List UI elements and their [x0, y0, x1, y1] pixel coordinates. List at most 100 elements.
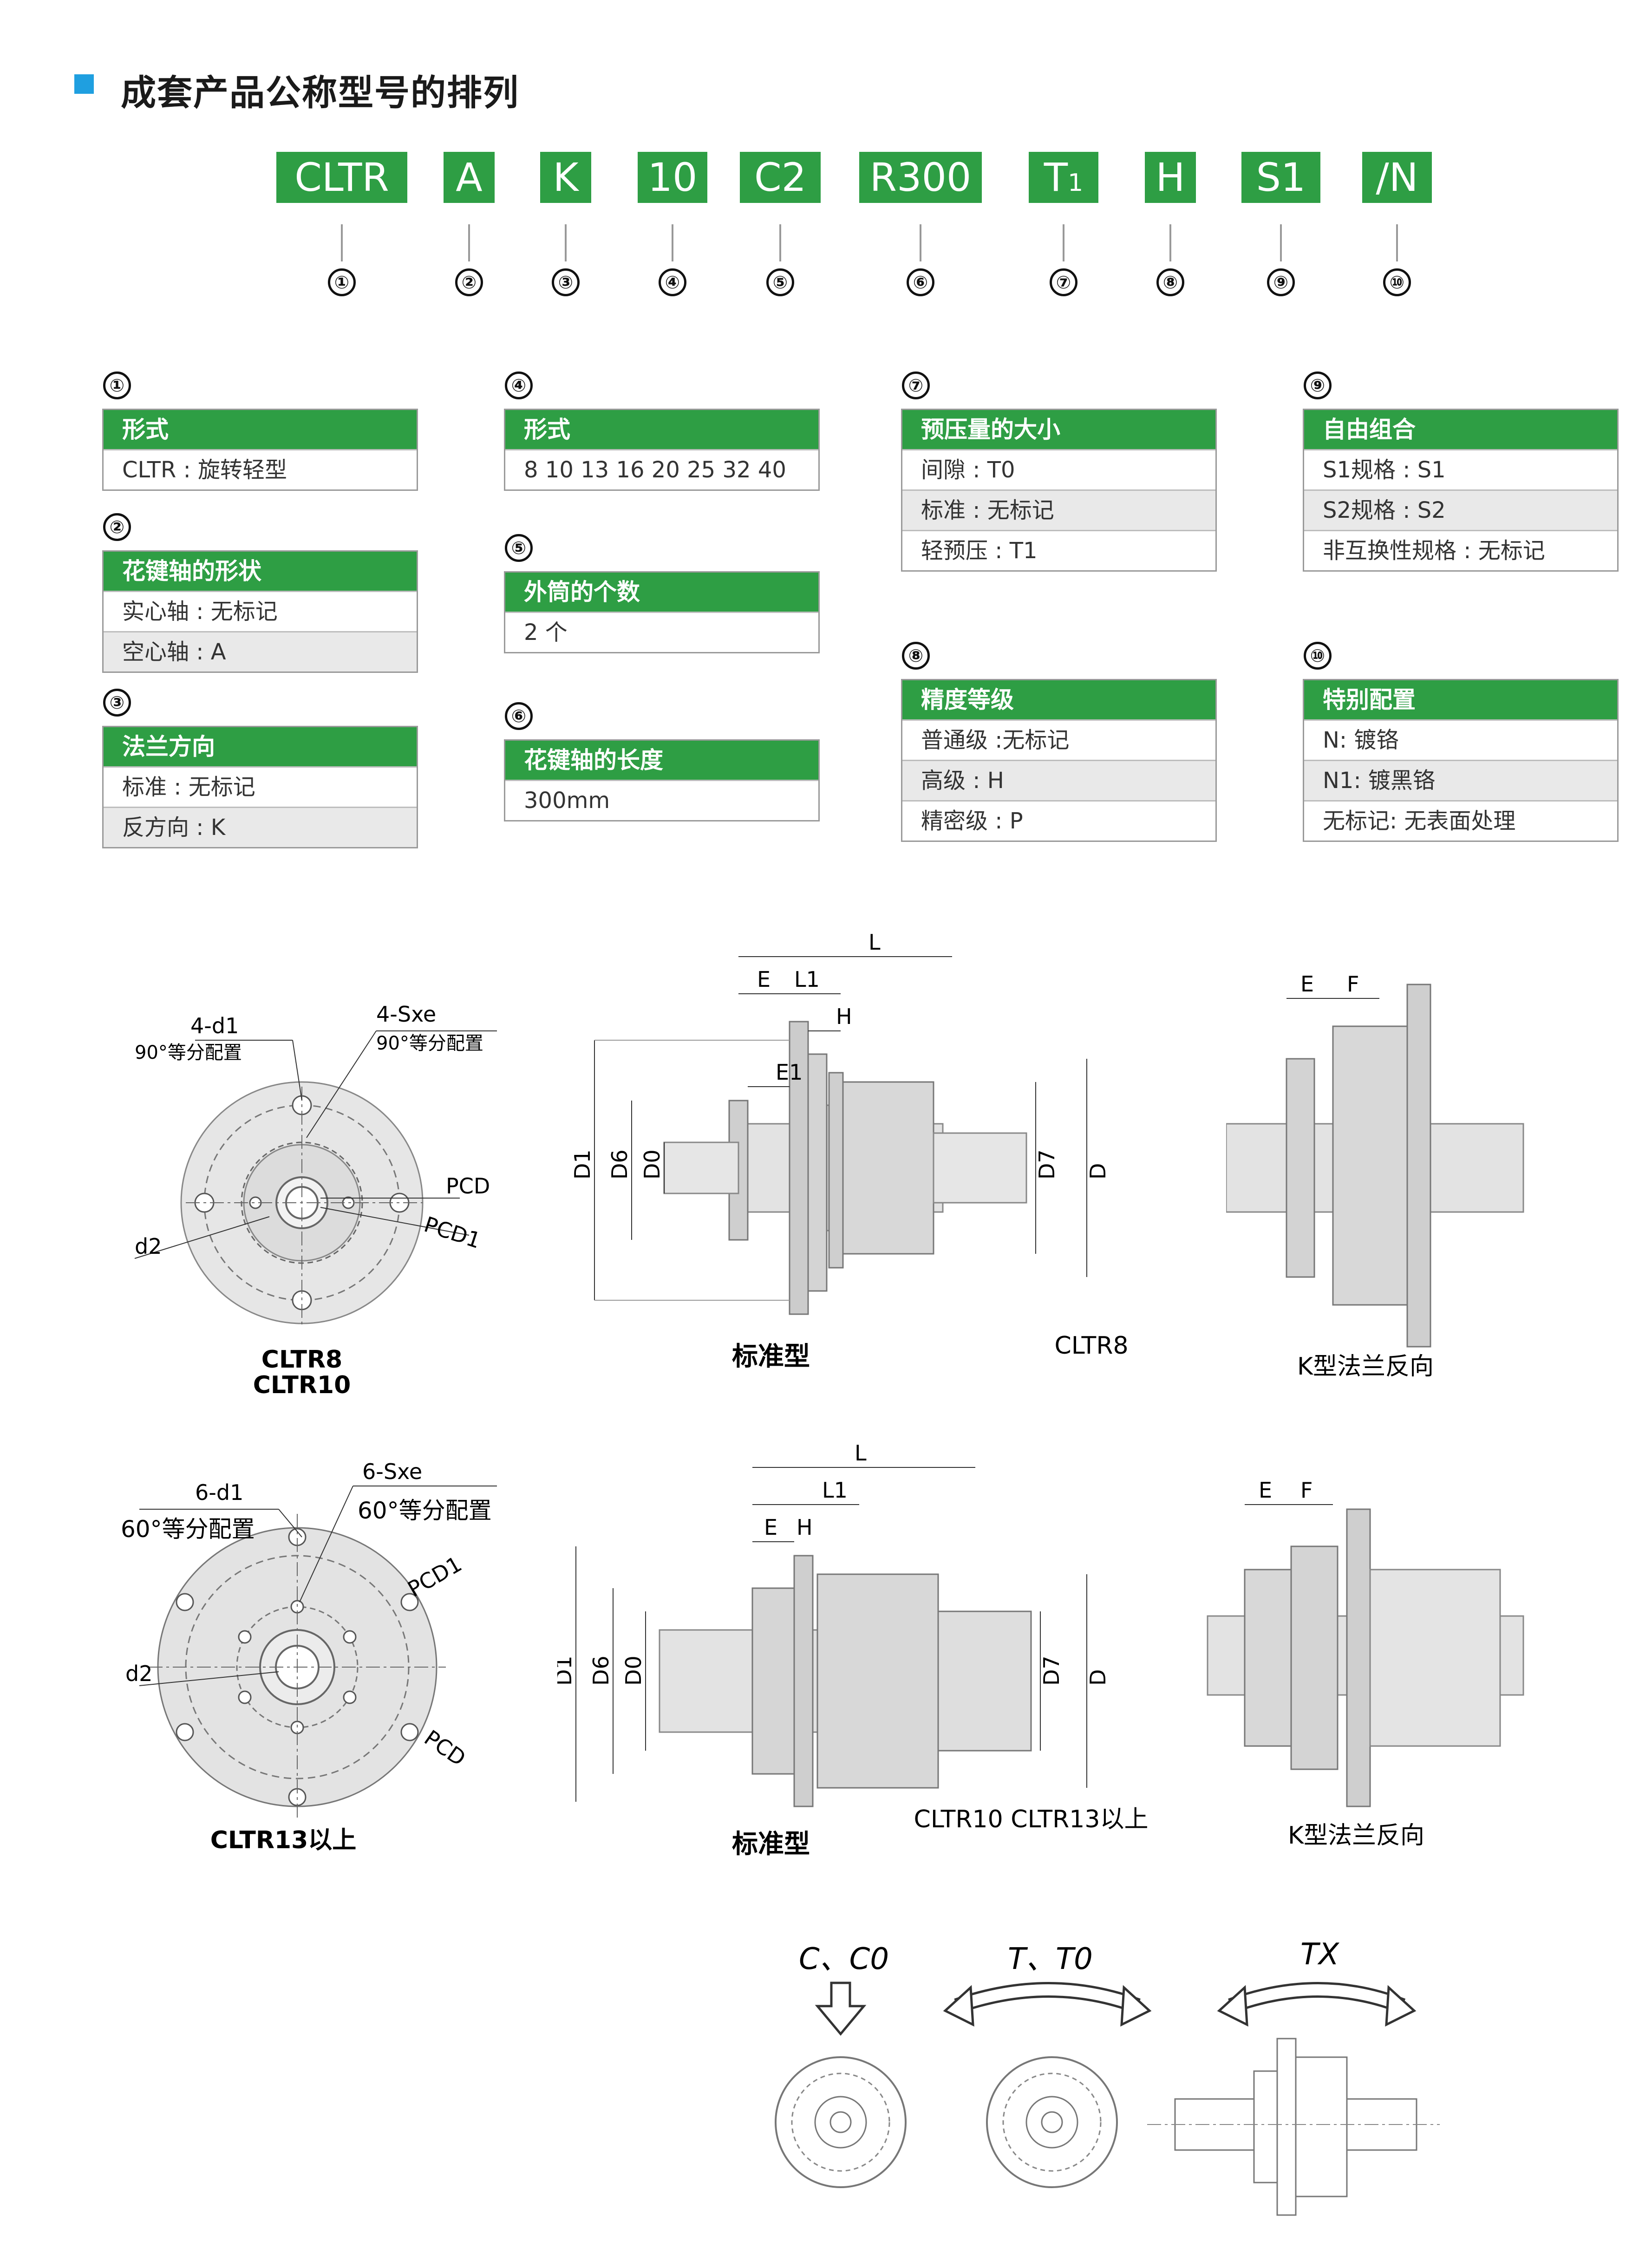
code-box-3: K [540, 152, 591, 203]
table-marker-t9: ⑨ [1304, 371, 1332, 399]
table-row: 2 个 [505, 612, 818, 652]
front-view-cltr13: 6-d1 60°等分配置 6-Sxe 60°等分配置 PCD1 PCD d2 C… [121, 1459, 497, 1854]
front-view-cltr8: 4-d1 90°等分配置 4-Sxe 90°等分配置 PCD PCD1 d2 C… [134, 1002, 497, 1399]
pcd1-label: PCD1 [421, 1212, 484, 1253]
hole-label: 6-d1 [195, 1480, 243, 1505]
d2-label: d2 [135, 1234, 162, 1259]
code-text: K [553, 155, 579, 200]
screw-note: 90°等分配置 [376, 1033, 483, 1054]
table-row: 空心轴 : A [104, 631, 417, 671]
table-row: S1规格 : S1 [1304, 449, 1617, 489]
position-marker-10: ⑩ [1383, 268, 1411, 296]
table-row: 间隙 : T0 [902, 449, 1215, 489]
screw-label: 4-Sxe [376, 1002, 436, 1027]
caption-k-reverse: K型法兰反向 [1297, 1353, 1434, 1381]
table-marker-t8: ⑧ [902, 642, 930, 670]
table-row: 普通级 :无标记 [902, 719, 1215, 760]
dim-H: H [797, 1515, 813, 1540]
spec-table-t3: 法兰方向标准 : 无标记反方向 : K [102, 726, 418, 848]
caption-cltr10: CLTR10 [253, 1371, 351, 1399]
code-box-10: /N [1362, 152, 1432, 203]
code-text: CLTR [294, 155, 389, 200]
code-box-5: C2 [740, 152, 821, 203]
side-view-standard-cltr13: L L1 E H D1 D6 D0 D7 D 标准型 CLTR10 CLTR13… [557, 1440, 1149, 1859]
dim-L1: L1 [794, 967, 820, 992]
table-header: 特别配置 [1304, 680, 1617, 719]
code-box-2: A [444, 152, 495, 203]
load-t-label: T、T0 [1008, 1942, 1093, 1976]
k-flange-reverse-bottom: E F K型法兰反向 [1207, 1478, 1524, 1850]
connector-line [1396, 224, 1398, 261]
code-box-6: R300 [859, 152, 982, 203]
side-view-standard-cltr8: L E L1 H E1 D1 D6 D0 D7 D 标准型 CLTR8 [571, 930, 1129, 1372]
table-row: 标准 : 无标记 [902, 489, 1215, 530]
code-box-7: T1 [1029, 152, 1098, 203]
dim-D7: D7 [1039, 1655, 1064, 1686]
table-row: 实心轴 : 无标记 [104, 591, 417, 631]
dim-D: D [1085, 1669, 1110, 1686]
code-text: T [1044, 155, 1068, 200]
dim-D0: D0 [640, 1149, 665, 1180]
position-marker-5: ⑤ [766, 268, 794, 296]
d2-label: d2 [125, 1661, 152, 1686]
dim-E: E [1259, 1478, 1272, 1503]
dim-F: F [1347, 971, 1359, 997]
dim-F: F [1300, 1478, 1312, 1503]
table-marker-t7: ⑦ [902, 371, 930, 399]
table-header: 法兰方向 [104, 727, 417, 766]
table-row: 反方向 : K [104, 807, 417, 847]
dim-E: E [1300, 971, 1314, 997]
caption-cltr8: CLTR8 [261, 1346, 342, 1374]
table-marker-t5: ⑤ [505, 534, 533, 562]
rotate-left-arrow-icon [943, 1985, 974, 2027]
connector-line [468, 224, 470, 261]
rotate-right-arrow-icon [1120, 1985, 1152, 2027]
dim-E: E [757, 967, 770, 992]
connector-line [1169, 224, 1171, 261]
table-header: 精度等级 [902, 680, 1215, 719]
code-box-9: S1 [1241, 152, 1320, 203]
code-box-4: 10 [638, 152, 707, 203]
caption-cltr13: CLTR13以上 [210, 1826, 357, 1854]
caption-k-reverse: K型法兰反向 [1288, 1822, 1424, 1850]
dim-D1: D1 [571, 1149, 595, 1180]
table-row: N1: 镀黑铬 [1304, 760, 1617, 800]
screw-label: 6-Sxe [362, 1459, 422, 1484]
connector-line [341, 224, 343, 261]
table-row: 高级 : H [902, 760, 1215, 800]
code-box-1: CLTR [276, 152, 407, 203]
tilt-right-arrow-icon [1385, 1985, 1417, 2027]
caption-standard: 标准型 [732, 1829, 810, 1859]
caption-standard: 标准型 [732, 1342, 810, 1372]
table-header: 花键轴的长度 [505, 741, 818, 780]
table-marker-t6: ⑥ [505, 702, 533, 730]
table-header: 预压量的大小 [902, 410, 1215, 449]
table-row: CLTR : 旋转轻型 [104, 449, 417, 489]
pcd1-label: PCD1 [404, 1551, 466, 1602]
code-text: C2 [754, 155, 807, 200]
connector-line [920, 224, 921, 261]
table-row: S2规格 : S2 [1304, 489, 1617, 530]
table-header: 外筒的个数 [505, 573, 818, 612]
code-text: R300 [869, 155, 972, 200]
table-header: 自由组合 [1304, 410, 1617, 449]
table-row: 无标记: 无表面处理 [1304, 800, 1617, 841]
table-row: 标准 : 无标记 [104, 766, 417, 807]
screw-note: 60°等分配置 [358, 1497, 492, 1524]
load-direction-diagrams: C、C0 T、T0 TX [775, 1937, 1440, 2216]
position-marker-2: ② [455, 268, 483, 296]
tilt-left-arrow-icon [1217, 1985, 1248, 2027]
dim-L1: L1 [822, 1478, 848, 1503]
caption-model: CLTR10 CLTR13以上 [914, 1805, 1149, 1833]
code-text: A [456, 155, 483, 200]
down-arrow-icon [815, 1981, 867, 2036]
table-row: 8 10 13 16 20 25 32 40 [505, 449, 818, 489]
k-flange-reverse-top: E F K型法兰反向 [1226, 971, 1524, 1381]
load-tx-label: TX [1300, 1937, 1339, 1972]
table-marker-t4: ④ [505, 371, 533, 399]
